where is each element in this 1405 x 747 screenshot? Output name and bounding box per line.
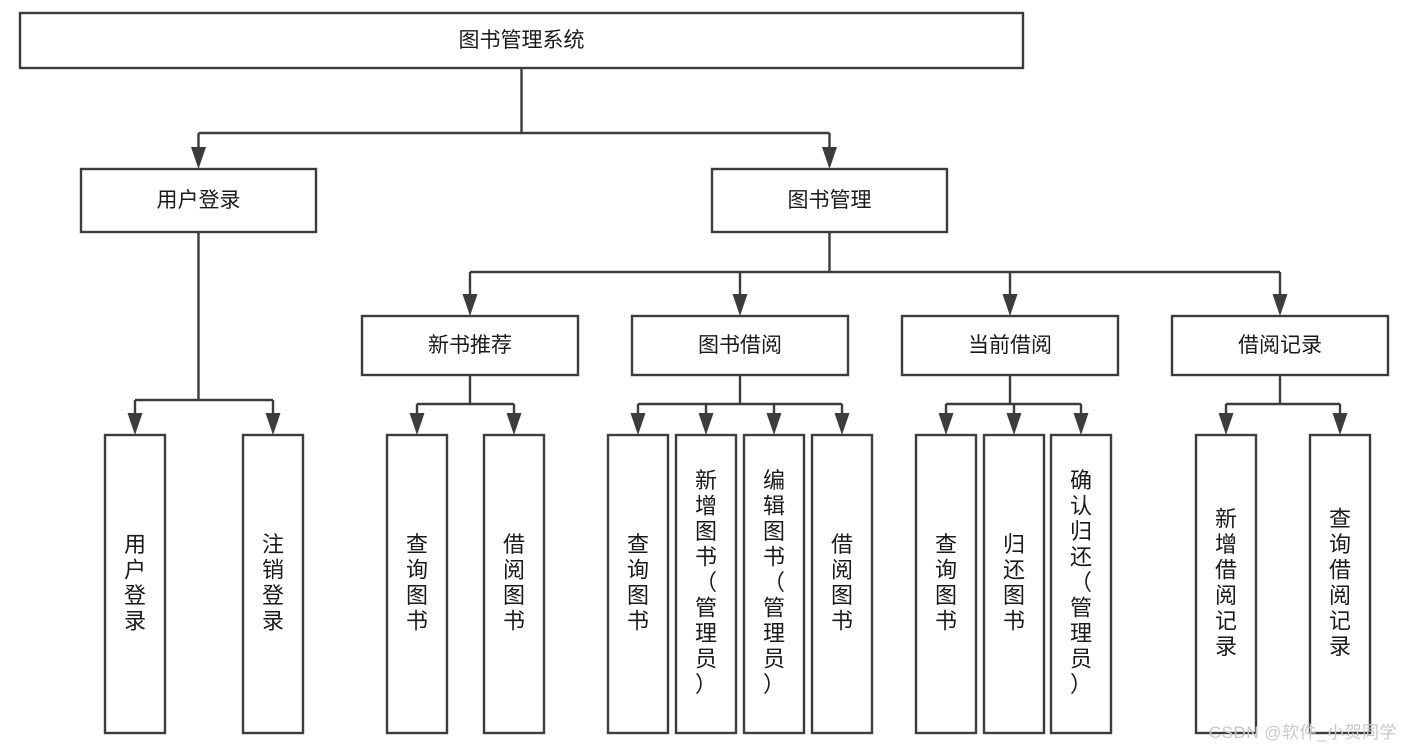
node-box[interactable] xyxy=(674,433,738,735)
node-label: 用户登录 xyxy=(124,532,146,634)
node-box[interactable] xyxy=(482,433,546,735)
connector-layer xyxy=(127,68,1348,435)
node-box[interactable] xyxy=(79,167,318,234)
node-box[interactable] xyxy=(742,433,806,735)
node-label: 新增借阅记录 xyxy=(1215,506,1237,659)
node-label: 确认归还（管理员） xyxy=(1070,468,1092,697)
node-label: 查询图书 xyxy=(627,532,649,634)
node-current-borrow[interactable]: 当前借阅 xyxy=(900,314,1120,377)
node-box[interactable] xyxy=(914,433,978,735)
node-label: 当前借阅 xyxy=(968,334,1052,357)
node-label: 归还图书 xyxy=(1003,532,1025,634)
node-label: 借阅记录 xyxy=(1238,334,1322,357)
arrow-head-icon xyxy=(766,413,782,435)
node-box[interactable] xyxy=(1194,433,1258,735)
node-book-borrow[interactable]: 图书借阅 xyxy=(630,314,850,377)
node-leaf-borrow-book-1[interactable]: 借阅图书 xyxy=(482,433,546,735)
node-leaf-user-login[interactable]: 用户登录 xyxy=(103,433,167,735)
node-leaf-edit-book[interactable]: 编辑图书（管理员） xyxy=(742,433,806,735)
arrow-head-icon xyxy=(265,413,281,435)
arrow-head-icon xyxy=(698,413,714,435)
node-label: 新增图书（管理员） xyxy=(695,468,717,697)
arrow-head-icon xyxy=(409,413,425,435)
node-label: 用户登录 xyxy=(157,189,241,212)
node-box[interactable] xyxy=(385,433,449,735)
node-leaf-add-record[interactable]: 新增借阅记录 xyxy=(1194,433,1258,735)
arrow-head-icon xyxy=(630,413,646,435)
node-leaf-query-book-2[interactable]: 查询图书 xyxy=(606,433,670,735)
node-borrow-record[interactable]: 借阅记录 xyxy=(1170,314,1390,377)
node-root[interactable]: 图书管理系统 xyxy=(18,11,1025,70)
node-leaf-return-book[interactable]: 归还图书 xyxy=(982,433,1046,735)
node-label: 查询图书 xyxy=(406,532,428,634)
node-box[interactable] xyxy=(630,314,850,377)
node-label: 图书借阅 xyxy=(698,334,782,357)
node-leaf-query-record[interactable]: 查询借阅记录 xyxy=(1308,433,1372,735)
csdn-watermark: CSDN @软件_小贺同学 xyxy=(1208,723,1397,742)
node-label: 图书管理 xyxy=(788,189,872,212)
node-box[interactable] xyxy=(103,433,167,735)
node-label: 编辑图书（管理员） xyxy=(763,468,785,697)
arrow-head-icon xyxy=(1006,413,1022,435)
arrow-head-icon xyxy=(462,294,478,316)
node-leaf-user-logout[interactable]: 注销登录 xyxy=(241,433,305,735)
node-box[interactable] xyxy=(360,314,580,377)
node-label: 查询图书 xyxy=(935,532,957,634)
node-leaf-query-book-1[interactable]: 查询图书 xyxy=(385,433,449,735)
node-box[interactable] xyxy=(982,433,1046,735)
node-box[interactable] xyxy=(18,11,1025,70)
node-leaf-confirm-return[interactable]: 确认归还（管理员） xyxy=(1049,433,1113,735)
node-label: 借阅图书 xyxy=(831,532,853,634)
connector-group-root xyxy=(191,68,837,169)
node-leaf-add-book[interactable]: 新增图书（管理员） xyxy=(674,433,738,735)
node-leaf-query-book-3[interactable]: 查询图书 xyxy=(914,433,978,735)
arrow-head-icon xyxy=(1002,294,1018,316)
connector-group-current-borrow xyxy=(938,375,1089,435)
node-new-book-rec[interactable]: 新书推荐 xyxy=(360,314,580,377)
node-box[interactable] xyxy=(710,167,949,234)
node-box[interactable] xyxy=(1170,314,1390,377)
node-label: 查询借阅记录 xyxy=(1329,506,1351,659)
arrow-head-icon xyxy=(1272,294,1288,316)
arrow-head-icon xyxy=(822,147,837,169)
node-book-manage[interactable]: 图书管理 xyxy=(710,167,949,234)
node-leaf-borrow-book-2[interactable]: 借阅图书 xyxy=(810,433,874,735)
node-user-login[interactable]: 用户登录 xyxy=(79,167,318,234)
arrow-head-icon xyxy=(191,147,206,169)
node-layer: 图书管理系统用户登录图书管理新书推荐图书借阅当前借阅借阅记录用户登录注销登录查询… xyxy=(18,11,1390,735)
node-box[interactable] xyxy=(241,433,305,735)
node-box[interactable] xyxy=(1049,433,1113,735)
node-box[interactable] xyxy=(606,433,670,735)
connector-group-book-manage xyxy=(462,232,1288,316)
node-label: 借阅图书 xyxy=(503,532,525,634)
arrow-head-icon xyxy=(1332,413,1348,435)
node-label: 新书推荐 xyxy=(428,334,512,357)
node-box[interactable] xyxy=(810,433,874,735)
connector-group-book-borrow xyxy=(630,375,850,435)
arrow-head-icon xyxy=(506,413,522,435)
node-box[interactable] xyxy=(900,314,1120,377)
arrow-head-icon xyxy=(834,413,850,435)
arrow-head-icon xyxy=(1218,413,1234,435)
node-box[interactable] xyxy=(1308,433,1372,735)
node-label: 注销登录 xyxy=(262,532,284,634)
connector-group-new-book-rec xyxy=(409,375,522,435)
arrow-head-icon xyxy=(732,294,748,316)
connector-group-borrow-record xyxy=(1218,375,1348,435)
connector-group-user-login xyxy=(127,232,281,435)
arrow-head-icon xyxy=(938,413,954,435)
node-label: 图书管理系统 xyxy=(459,29,585,52)
arrow-head-icon xyxy=(1073,413,1089,435)
arrow-head-icon xyxy=(127,413,143,435)
